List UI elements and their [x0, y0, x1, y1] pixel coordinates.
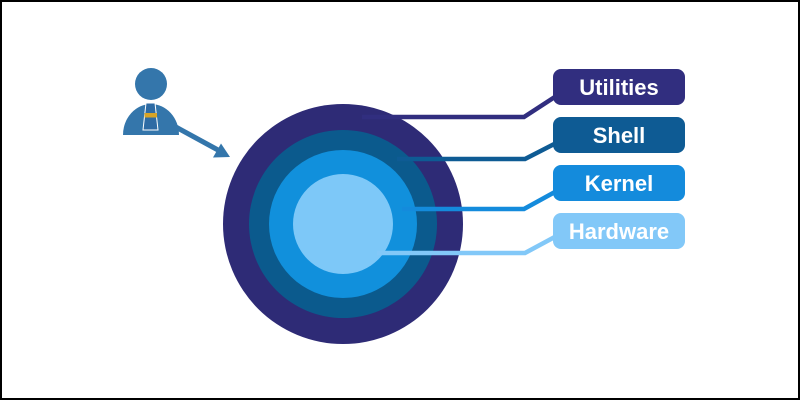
arrow-shaft: [172, 123, 220, 153]
label-utilities: Utilities: [553, 69, 685, 105]
label-hardware: Hardware: [553, 213, 685, 249]
label-hardware-box: [553, 213, 685, 249]
label-kernel-text: Kernel: [585, 171, 653, 196]
label-hardware-text: Hardware: [569, 219, 669, 244]
label-shell-text: Shell: [593, 123, 646, 148]
arrow-icon: [172, 123, 230, 158]
callout-lines: [362, 89, 566, 256]
callout-line-hardware: [377, 230, 566, 256]
callout-line-kernel: [402, 185, 566, 212]
arrow-head: [213, 143, 230, 158]
user-icon-head: [135, 68, 167, 100]
user-icon-tie-stripe: [144, 113, 157, 118]
user-icon: [123, 68, 179, 135]
ring-hardware: [293, 174, 393, 274]
label-utilities-text: Utilities: [579, 75, 658, 100]
label-kernel-box: [553, 165, 685, 201]
label-utilities-box: [553, 69, 685, 105]
label-kernel: Kernel: [553, 165, 685, 201]
label-shell: Shell: [553, 117, 685, 153]
layer-rings: [223, 104, 463, 344]
label-shell-box: [553, 117, 685, 153]
callout-line-shell: [397, 136, 566, 162]
layer-labels: Utilities Shell Kernel Hardware: [553, 69, 685, 249]
callout-line-utilities: [362, 89, 566, 120]
